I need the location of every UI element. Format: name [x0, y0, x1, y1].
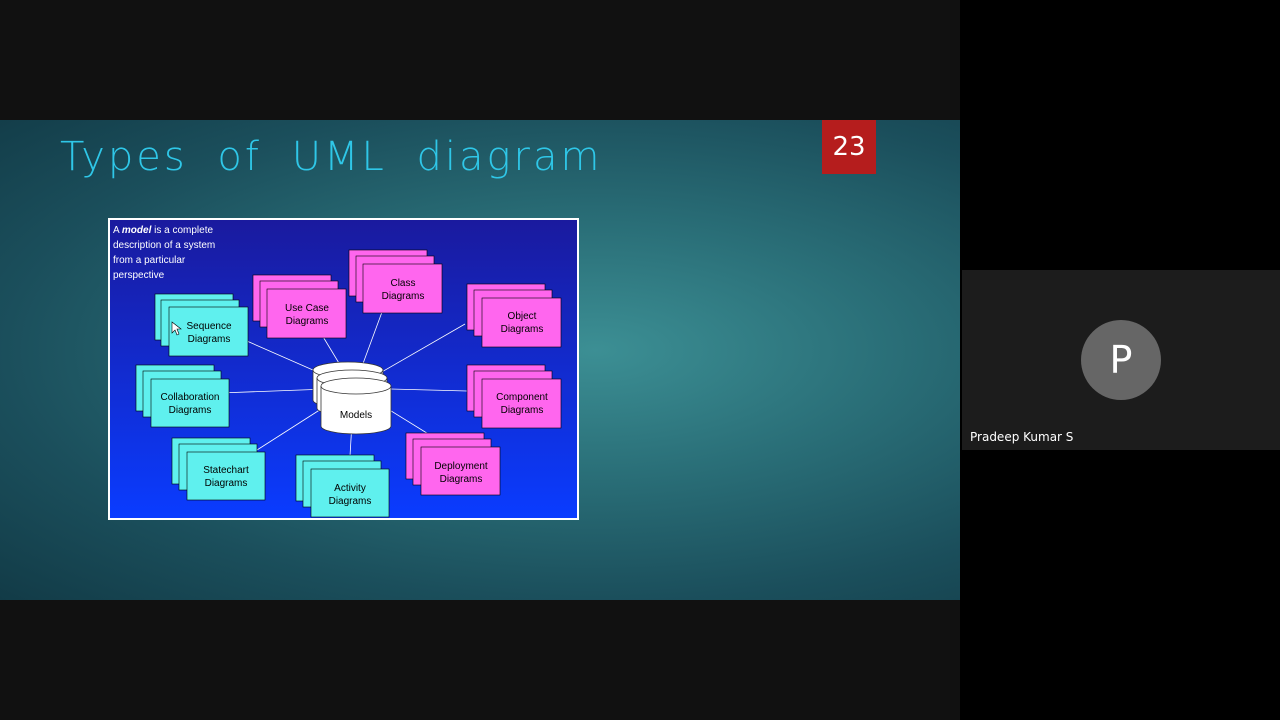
diagram-node-component: Component Diagrams [466, 364, 562, 429]
diagram-caption-line3: from a particular [113, 255, 186, 266]
svg-text:Activity: Activity [334, 483, 366, 494]
svg-text:Use Case: Use Case [285, 303, 329, 314]
uml-diagram-image: A model is a complete description of a s… [108, 218, 579, 520]
diagram-node-collaboration: Collaboration Diagrams [135, 364, 230, 428]
diagram-node-use-case: Use Case Diagrams [252, 274, 347, 339]
svg-text:Diagrams: Diagrams [329, 496, 372, 507]
participant-tile[interactable]: P Pradeep Kumar S [962, 270, 1280, 450]
diagram-caption: A model is a complete [113, 225, 213, 236]
svg-text:Class: Class [390, 278, 415, 289]
svg-text:Diagrams: Diagrams [382, 291, 425, 302]
svg-text:Component: Component [496, 392, 548, 403]
diagram-caption-line4: perspective [113, 270, 165, 281]
svg-text:Diagrams: Diagrams [501, 405, 544, 416]
svg-text:Sequence: Sequence [186, 321, 231, 332]
mouse-cursor-icon [171, 321, 182, 336]
participant-name: Pradeep Kumar S [970, 430, 1074, 444]
svg-text:Object: Object [508, 311, 537, 322]
diagram-caption-line2: description of a system [113, 240, 215, 251]
slide-title: Types of UML diagram [60, 134, 603, 180]
svg-text:Diagrams: Diagrams [286, 316, 329, 327]
svg-text:Diagrams: Diagrams [205, 478, 248, 489]
diagram-node-statechart: Statechart Diagrams [171, 437, 266, 501]
diagram-node-sequence: Sequence Diagrams [154, 293, 249, 357]
diagram-node-activity: Activity Diagrams [295, 454, 390, 518]
svg-text:Diagrams: Diagrams [501, 324, 544, 335]
presentation-slide: Types of UML diagram 23 A model is a com… [0, 120, 960, 600]
svg-text:Statechart: Statechart [203, 465, 249, 476]
svg-text:Diagrams: Diagrams [169, 405, 212, 416]
svg-text:Diagrams: Diagrams [188, 334, 231, 345]
slide-number-badge: 23 [822, 120, 876, 174]
diagram-node-class: Class Diagrams [348, 249, 443, 314]
participant-avatar: P [1081, 320, 1161, 400]
diagram-node-deployment: Deployment Diagrams [405, 432, 501, 496]
diagram-node-object: Object Diagrams [466, 283, 562, 348]
svg-text:Deployment: Deployment [434, 461, 488, 472]
shared-screen-area: Types of UML diagram 23 A model is a com… [0, 0, 960, 720]
svg-text:Collaboration: Collaboration [161, 392, 220, 403]
uml-diagram: A model is a complete description of a s… [110, 220, 577, 518]
models-label: Models [340, 410, 372, 421]
models-database-icon [312, 361, 392, 435]
svg-text:Diagrams: Diagrams [440, 474, 483, 485]
